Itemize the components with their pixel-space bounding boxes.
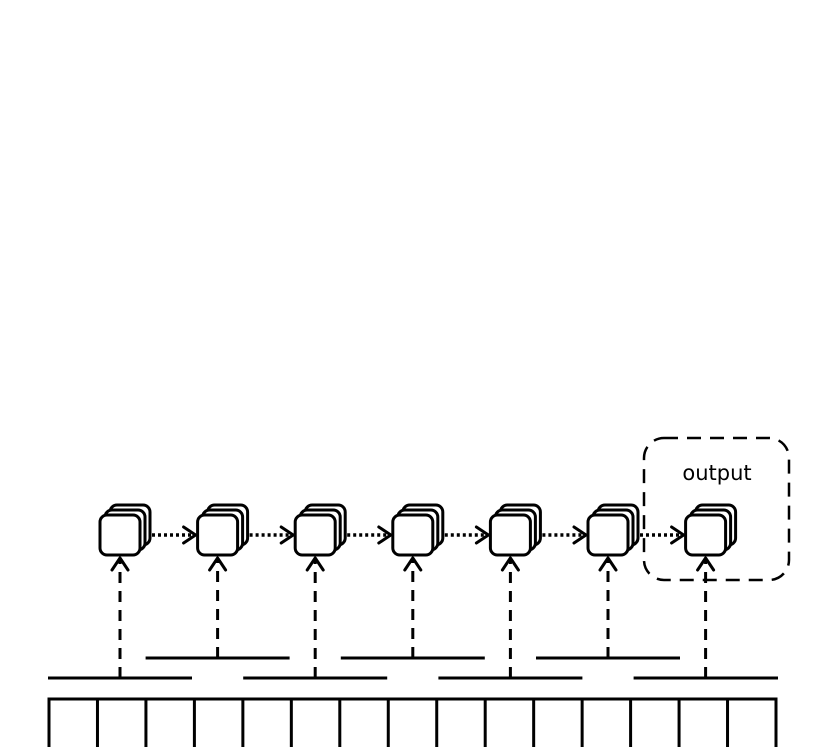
hidden-state-node-2 <box>196 503 250 557</box>
input-sequence <box>47 697 778 747</box>
input-connections <box>110 556 716 678</box>
node-layer-3 <box>391 513 435 557</box>
node-layer-3 <box>586 513 630 557</box>
input-sequence-frame <box>47 697 778 747</box>
hidden-state-node-7 <box>684 503 738 557</box>
hidden-state-node-3 <box>293 503 347 557</box>
hidden-state-node-6 <box>586 503 640 557</box>
output-label: output <box>682 461 751 485</box>
input-window-bars <box>48 656 778 680</box>
node-layer-3 <box>684 513 728 557</box>
hidden-state-nodes <box>98 503 738 557</box>
node-layer-3 <box>98 513 142 557</box>
node-layer-3 <box>196 513 240 557</box>
node-layer-3 <box>488 513 532 557</box>
hidden-state-node-5 <box>488 503 542 557</box>
hidden-state-node-1 <box>98 503 152 557</box>
node-layer-3 <box>293 513 337 557</box>
output-highlight-box <box>642 436 791 582</box>
hidden-state-node-4 <box>391 503 445 557</box>
